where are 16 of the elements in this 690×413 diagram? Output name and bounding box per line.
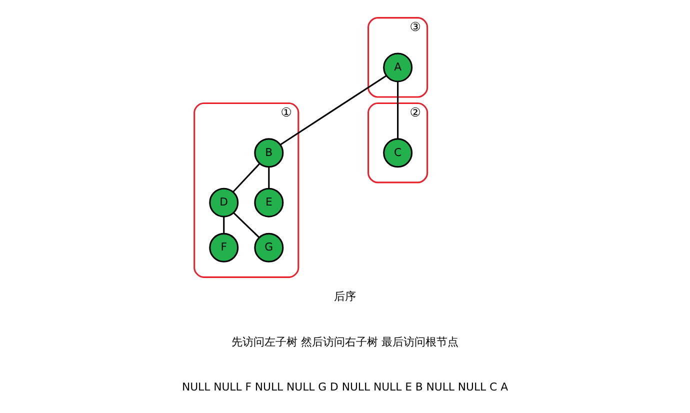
connector [280,75,387,146]
connector [268,167,270,188]
connector [397,82,399,139]
node-circle: A [383,52,413,82]
node-circle: B [254,138,284,168]
node-circle: E [254,188,284,218]
label: 后序 [334,290,356,304]
label: NULL NULL F NULL NULL G D NULL NULL E B NULL NULL C A [182,380,508,394]
connector [232,163,260,192]
node-circle: C [383,138,413,168]
node-circle: D [209,188,239,218]
label: 先访问左子树 然后访问右子树 最后访问根节点 [232,335,458,348]
connector [233,212,260,238]
node-circle: G [254,232,284,262]
node-circle: F [209,232,239,262]
connector [223,216,225,234]
